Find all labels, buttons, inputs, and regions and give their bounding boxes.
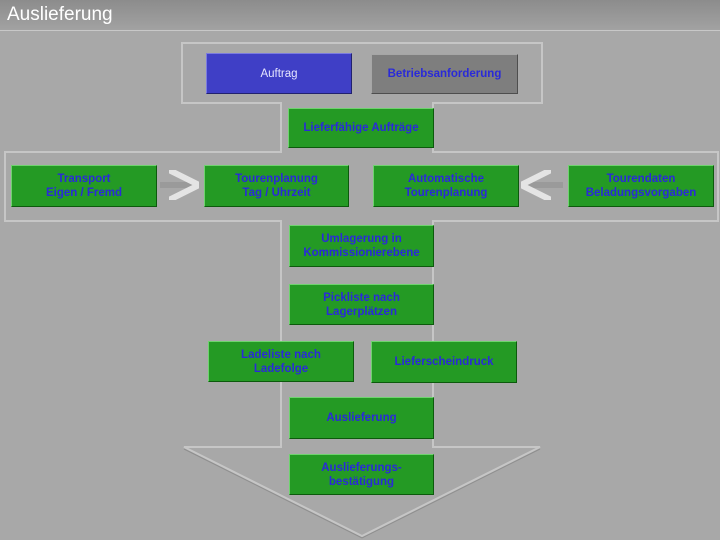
flow-arrow-shadow xyxy=(183,448,541,539)
node-ladeliste[interactable]: Ladeliste nach Ladefolge xyxy=(208,341,354,382)
node-betriebsanforderung[interactable]: Betriebsanforderung xyxy=(371,54,518,94)
node-pickliste[interactable]: Pickliste nach Lagerplätzen xyxy=(289,284,434,325)
node-auslieferungsbestaetigung[interactable]: Auslieferungs- bestätigung xyxy=(289,454,434,495)
title-bar: Auslieferung xyxy=(0,0,720,31)
node-lieferscheindruck[interactable]: Lieferscheindruck xyxy=(371,341,517,383)
node-transport[interactable]: Transport Eigen / Fremd xyxy=(11,165,157,207)
window-title: Auslieferung xyxy=(7,4,113,25)
node-tourenplanung[interactable]: Tourenplanung Tag / Uhrzeit xyxy=(204,165,349,207)
node-auslieferung[interactable]: Auslieferung xyxy=(289,397,434,439)
node-umlagerung[interactable]: Umlagerung in Kommissionierebene xyxy=(289,225,434,267)
node-automatische-tourenplanung[interactable]: Automatische Tourenplanung xyxy=(373,165,519,207)
node-lieferfaehige-auftraege[interactable]: Lieferfähige Aufträge xyxy=(288,108,434,148)
node-tourendaten[interactable]: Tourendaten Beladungsvorgaben xyxy=(568,165,714,207)
node-auftrag[interactable]: Auftrag xyxy=(206,53,352,94)
